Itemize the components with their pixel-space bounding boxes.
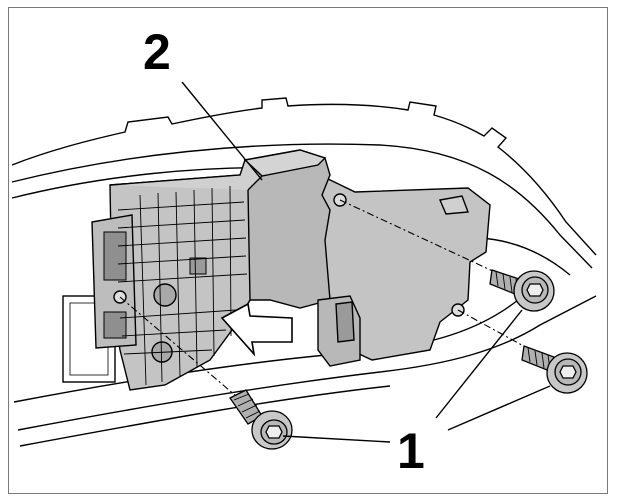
screw — [521, 345, 588, 394]
callout-control-unit: 2 — [143, 24, 171, 80]
grid-pattern — [117, 185, 248, 386]
removal-arrow-icon — [220, 302, 293, 357]
housing-outline — [11, 97, 597, 447]
screw — [489, 269, 555, 312]
screw — [229, 389, 293, 450]
leader-lines — [181, 81, 551, 443]
callout-screws: 1 — [397, 423, 425, 479]
control-unit — [91, 149, 491, 391]
